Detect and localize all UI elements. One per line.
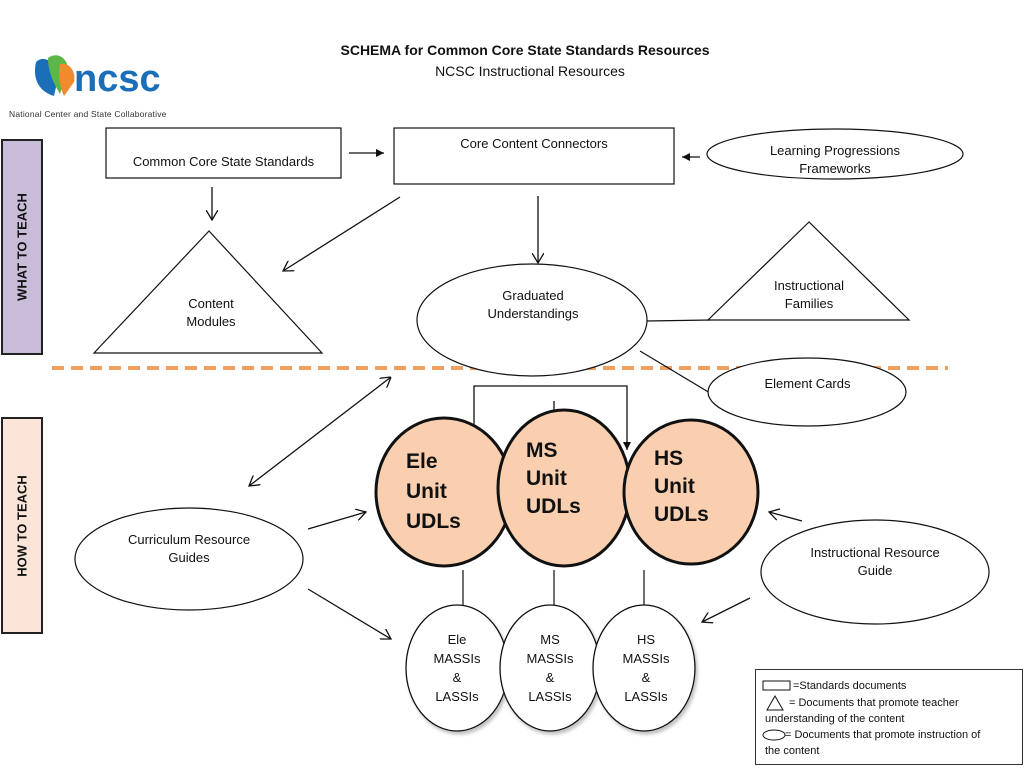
arrow-graduated-crg [249, 377, 391, 486]
legend-triangle-text-2: understanding of the content [765, 713, 905, 725]
crg-label: Curriculum Resource Guides [127, 532, 251, 565]
udl-hs-label: HS Unit UDLs [654, 445, 709, 529]
element-cards-label: Element Cards [764, 376, 851, 391]
udl-level: HS [654, 447, 684, 470]
massi-level: HS [636, 632, 656, 647]
massi-line: LASSIs [528, 689, 572, 704]
massi-line: MASSIs [526, 651, 574, 666]
irg-label: Instructional Resource Guide [810, 545, 940, 578]
udl-ms-label: MS Unit UDLs [526, 437, 581, 521]
udl-line: Unit [654, 475, 695, 498]
lpf-label: Learning Progressions Frameworks [769, 143, 901, 176]
udl-line: UDLs [654, 503, 709, 526]
lpf-ellipse [706, 128, 964, 180]
udl-ele-label: Ele Unit UDLs [406, 447, 461, 537]
massi-line: MASSIs [433, 651, 481, 666]
legend-rect-icon [762, 680, 791, 691]
instructional-families-label: Instructional Families [773, 278, 845, 311]
legend-ellipse-icon [762, 729, 786, 741]
udl-hs-circle [622, 418, 760, 566]
arrow-irg-to-massi [702, 597, 751, 622]
instructional-families-triangle [706, 221, 911, 321]
massi-line: LASSIs [435, 689, 479, 704]
section-what-to-teach: WHAT TO TEACH [1, 139, 43, 355]
massi-level: Ele [447, 632, 467, 647]
ccc-label: Core Content Connectors [460, 136, 608, 151]
diagram-subtitle: NCSC Instructional Resources [435, 63, 625, 79]
massi-line: MASSIs [622, 651, 670, 666]
massi-ms-label: MS MASSIs & LASSIs [510, 630, 590, 706]
massi-hs-ellipse [592, 604, 696, 732]
arrow-irg-to-udl [769, 512, 803, 522]
udl-level: Ele [406, 450, 438, 473]
udl-line: UDLs [406, 510, 461, 533]
element-cards-ellipse [707, 357, 907, 427]
massi-line: & [545, 670, 555, 685]
legend-ellipse-text-2: the content [765, 745, 820, 757]
irg-ellipse [760, 519, 990, 625]
ccss-label: Common Core State Standards [132, 154, 315, 169]
line-graduated-to-element-cards [639, 350, 711, 394]
content-modules-triangle [92, 230, 324, 354]
massi-hs-label: HS MASSIs & LASSIs [604, 630, 688, 706]
logo-wordmark: ncsc [74, 58, 161, 100]
massi-line: & [452, 670, 462, 685]
legend-rect-text: =Standards documents [793, 680, 907, 692]
graduated-label: Graduated Understandings [487, 288, 579, 321]
arrow-crg-to-massi [307, 588, 391, 639]
massi-line: & [641, 670, 651, 685]
crg-ellipse [74, 507, 304, 611]
udl-bracket [473, 385, 631, 450]
legend: =Standards documents = Documents that pr… [755, 669, 1023, 765]
udl-level: MS [526, 439, 558, 462]
massi-level: MS [540, 632, 560, 647]
arrow-ccc-to-modules [283, 196, 401, 271]
udl-line: Unit [406, 480, 447, 503]
ccss-box [105, 127, 342, 179]
content-modules-label: Content Modules [186, 296, 236, 329]
massi-ele-label: Ele MASSIs & LASSIs [417, 630, 497, 706]
arrow-crg-to-udl [307, 512, 366, 530]
legend-ellipse-text-1: = Documents that promote instruction of [785, 729, 981, 741]
diagram-title: SCHEMA for Common Core State Standards R… [340, 42, 710, 58]
udl-line: Unit [526, 467, 567, 490]
ncsc-logo-icon [34, 55, 75, 96]
udl-line: UDLs [526, 495, 581, 518]
legend-triangle-text-1: = Documents that promote teacher [789, 697, 959, 709]
section-how-to-teach: HOW TO TEACH [1, 417, 43, 634]
massi-line: LASSIs [624, 689, 668, 704]
ccc-box [393, 127, 675, 185]
logo-tagline: National Center and State Collaborative [9, 109, 167, 119]
line-graduated-to-families [646, 319, 711, 322]
legend-triangle-icon [766, 695, 784, 711]
